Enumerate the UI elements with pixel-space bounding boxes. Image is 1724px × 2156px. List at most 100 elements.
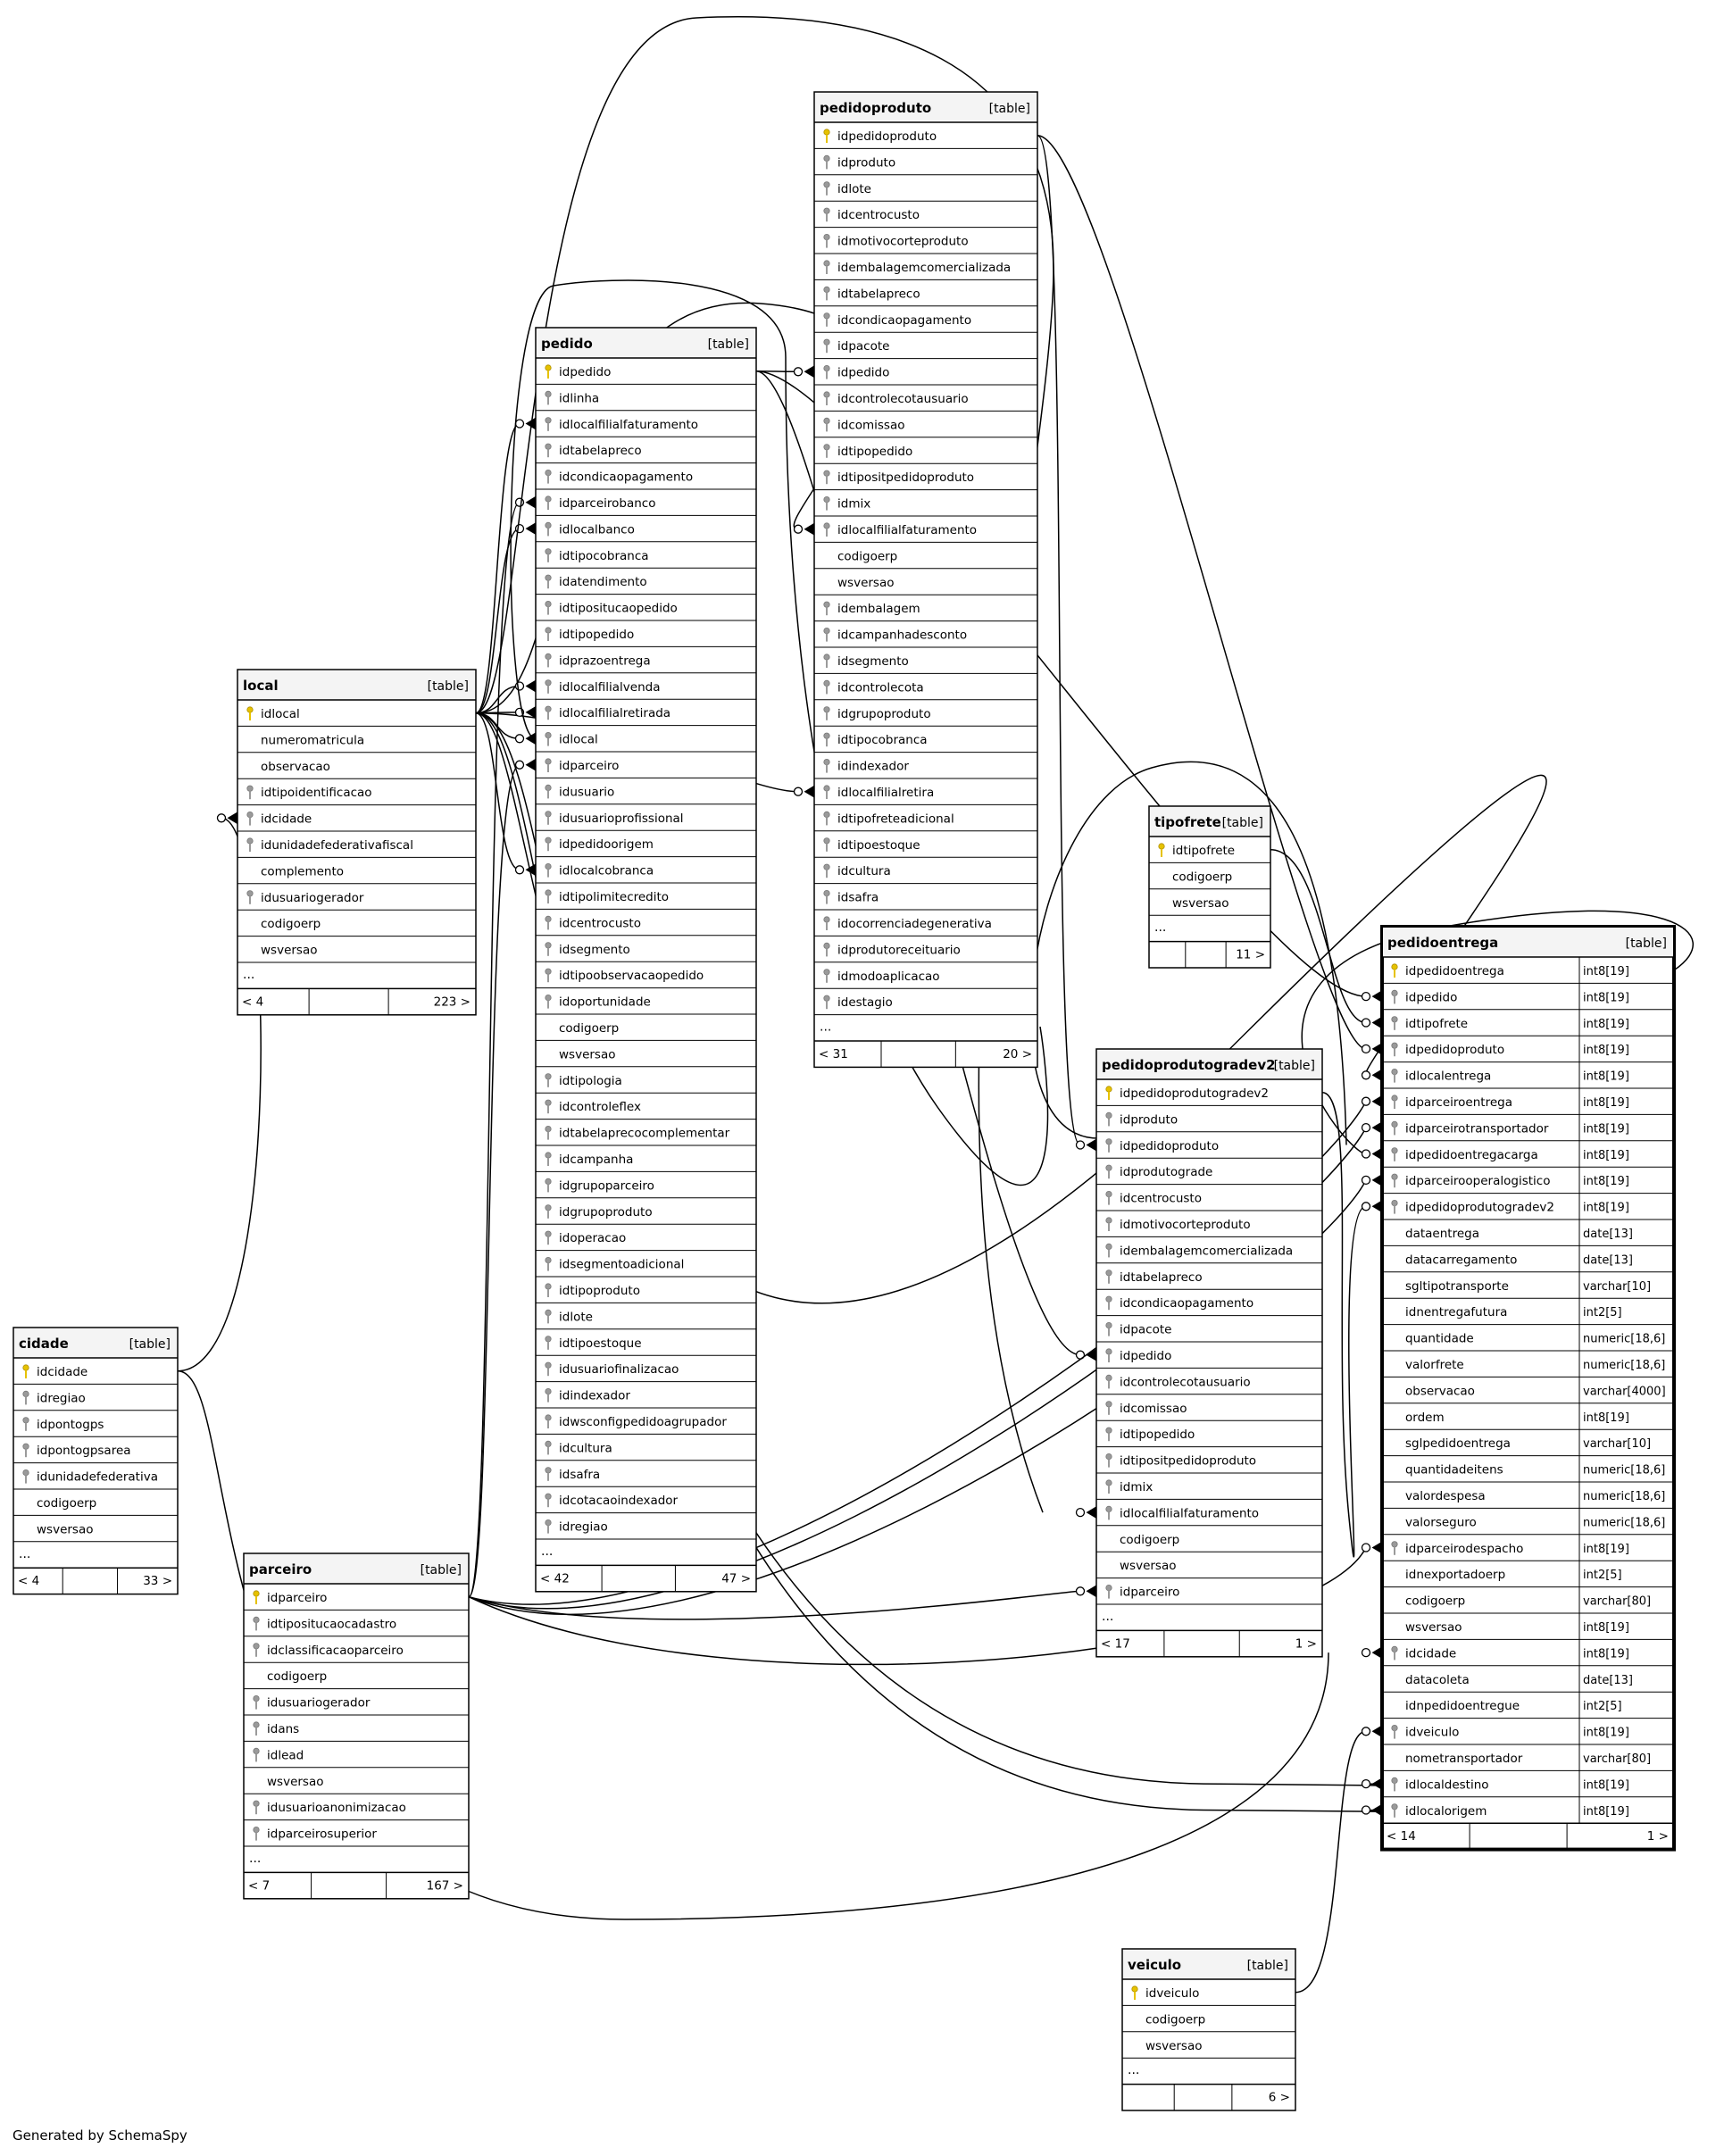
column-name: idpontogps [37,1418,104,1432]
foreign-key-icon [823,181,830,196]
column-name: idtipositucaocadastro [267,1617,396,1631]
relationship-line [1321,1091,1367,1558]
primary-key-icon [1105,1086,1112,1100]
column-name: idpedidoentrega [1405,964,1504,978]
parents-count[interactable]: < 31 [819,1047,848,1061]
children-count[interactable]: 167 > [427,1878,463,1893]
more-columns-ellipsis: ... [1154,920,1166,935]
table-parceiro[interactable]: parceiro[table]idparceiroidtipositucaoca… [243,1552,470,1900]
parents-count[interactable]: < 14 [1387,1829,1416,1844]
foreign-key-icon [823,495,830,511]
column-idtabelapreco: idtabelapreco [1096,1269,1322,1290]
column-codigoerp: codigoerp [13,1496,178,1516]
column-name: idtipoobservacaopedido [559,969,704,983]
table-tipofrete[interactable]: tipofrete[table]idtipofretecodigoerpwsve… [1148,805,1271,969]
foreign-key-icon [823,837,830,852]
column-name: quantidadeitens [1405,1463,1503,1478]
column-wsversao: wsversao [237,944,476,963]
foreign-key-icon [1391,1069,1398,1083]
column-name: idusuarioanonimizacao [267,1801,406,1815]
foreign-key-icon [22,1443,29,1458]
children-count[interactable]: 1 > [1295,1636,1317,1651]
table-pedido[interactable]: pedido[table]idpedidoidlinhaidlocalfilia… [535,327,757,1593]
foreign-key-icon [823,889,830,904]
foreign-key-icon [545,443,552,458]
more-columns-ellipsis: ... [820,1020,831,1035]
column-idtipositpedidoproduto: idtipositpedidoproduto [1096,1453,1322,1474]
foreign-key-icon [1105,1164,1112,1179]
column-name: idregiao [559,1520,608,1535]
column-idans: idans [244,1721,469,1742]
children-count[interactable]: 6 > [1269,2091,1290,2105]
column-idusuario: idusuario [536,784,756,805]
column-name: idpedido [837,366,889,380]
column-idpedido: idpedido [536,364,756,385]
column-idocorrenciadegenerativa: idocorrenciadegenerativa [814,916,1037,936]
children-count[interactable]: 223 > [434,995,471,1009]
fk-end-marker [1361,1541,1383,1554]
foreign-key-icon [1105,1585,1112,1599]
foreign-key-icon [545,1152,552,1166]
foreign-key-icon [545,784,552,799]
parents-count[interactable]: < 7 [248,1878,270,1893]
table-cidade[interactable]: cidade[table]idcidadeidregiaoidpontogpsi… [12,1327,179,1595]
children-count[interactable]: 47 > [721,1571,751,1586]
column-type: int8[19] [1583,1149,1629,1162]
table-local[interactable]: local[table]idlocalnumeromatriculaobserv… [237,669,477,1016]
column-idpontogps: idpontogps [13,1417,178,1437]
column-name: idlocalbanco [559,522,635,537]
column-idtipopedido: idtipopedido [536,627,756,647]
column-idlocalfilialfaturamento: idlocalfilialfaturamento [536,417,756,437]
column-idproduto: idproduto [814,154,1037,176]
table-veiculo[interactable]: veiculo[table]idveiculocodigoerpwsversao… [1121,1948,1296,2111]
foreign-key-icon [823,364,830,379]
primary-key-icon [1131,1985,1138,2000]
relationship-line [475,712,521,871]
parents-count[interactable]: < 4 [18,1574,39,1588]
foreign-key-icon [246,890,254,904]
column-wsversao: wsversao [814,576,1037,595]
children-count[interactable]: 20 > [1003,1047,1032,1061]
table-pedidoproduto[interactable]: pedidoproduto[table]idpedidoprodutoidpro… [813,91,1038,1069]
children-count[interactable]: 11 > [1236,948,1265,962]
foreign-key-icon [253,1616,260,1631]
column-name: idparceirodespacho [1405,1542,1523,1556]
column-type: int8[19] [1583,1647,1629,1661]
column-idlead: idlead [244,1747,469,1769]
column-idunidadefederativa: idunidadefederativa [13,1469,178,1490]
children-count[interactable]: 1 > [1647,1829,1669,1844]
column-type: numeric[18,6] [1583,1333,1665,1346]
table-kind-label: [table] [1274,1059,1315,1073]
column-name: idveiculo [1405,1726,1459,1740]
table-pedidoprodutogradev2[interactable]: pedidoprodutogradev2[table]idpedidoprodu… [1095,1048,1323,1658]
column-idlote: idlote [536,1309,756,1330]
column-codigoerp: codigoerp [1122,2012,1295,2033]
column-name: codigoerp [559,1021,619,1036]
parents-count[interactable]: < 4 [242,995,263,1009]
column-codigoerp: codigoerp [237,917,476,937]
children-count[interactable]: 33 > [143,1574,172,1588]
column-name: idtipositucaopedido [559,602,678,616]
column-idusuariogerador: idusuariogerador [244,1695,469,1716]
column-name: idlote [559,1310,593,1324]
column-idtipofreteadicional: idtipofreteadicional [814,811,1037,832]
column-idparceirobanco: idparceirobanco [536,495,756,516]
parents-count[interactable]: < 42 [540,1571,570,1586]
column-name: idtipocobranca [559,549,649,563]
parents-count[interactable]: < 17 [1101,1636,1130,1651]
column-name: sgltipotransporte [1405,1279,1509,1294]
column-name: idgrupoproduto [559,1205,653,1220]
column-wsversao: wsversao [536,1047,756,1068]
column-name: idparceirooperalogistico [1405,1174,1550,1188]
fk-end-marker [1361,1120,1383,1135]
column-name: idcultura [559,1441,612,1455]
column-name: idpedido [1405,990,1457,1004]
column-idpedidoproduto: idpedidoproduto [1096,1138,1322,1159]
primary-key-icon [823,129,830,143]
column-name: idlote [837,182,871,196]
column-name: codigoerp [1405,1594,1465,1609]
